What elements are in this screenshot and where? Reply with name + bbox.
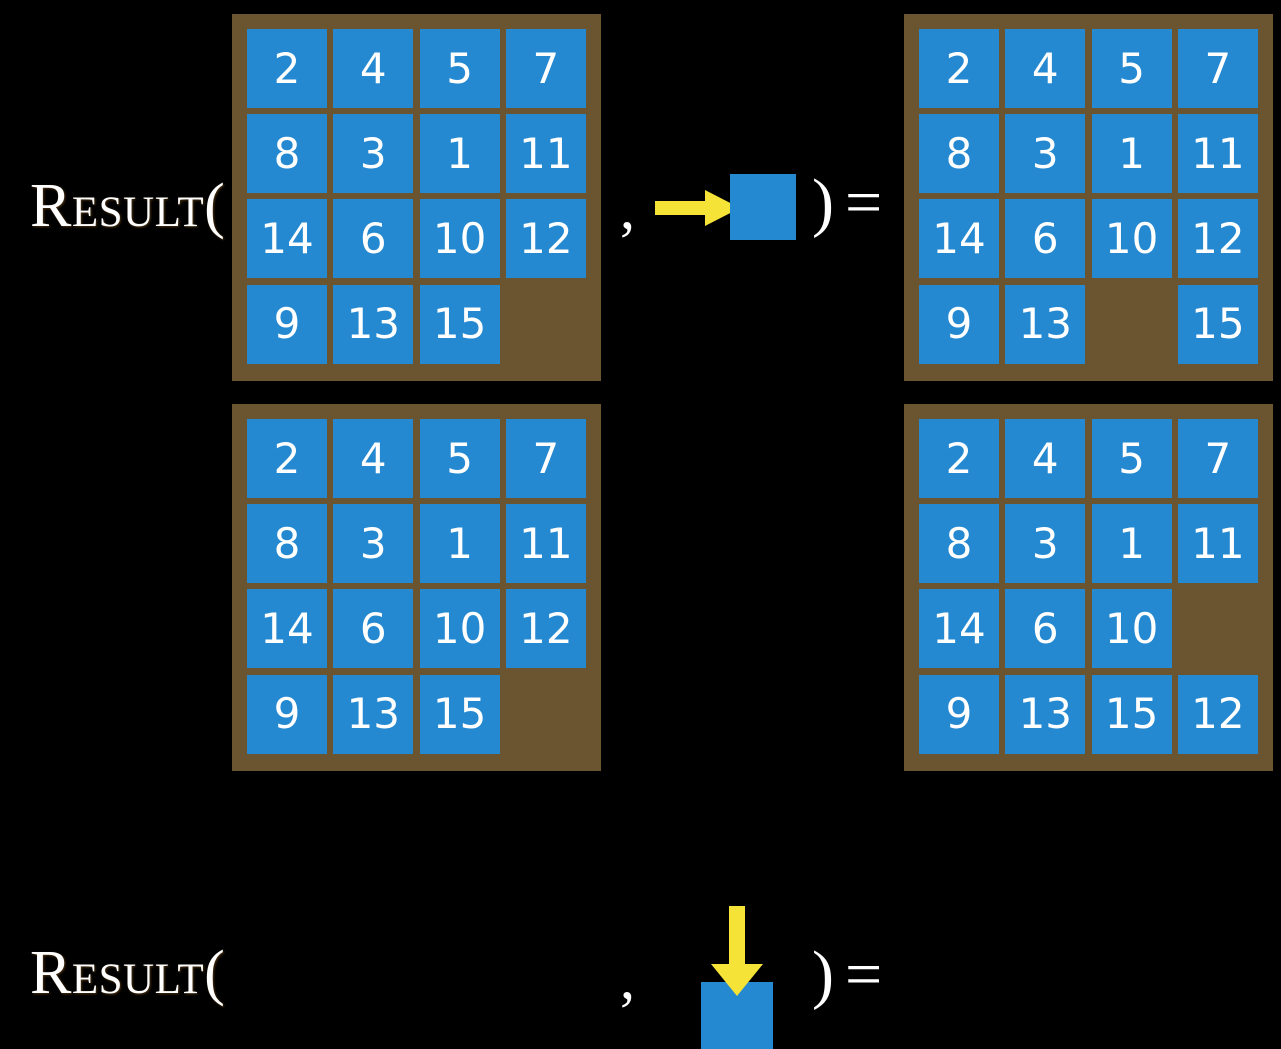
puzzle-tile[interactable]: 14	[247, 589, 327, 669]
puzzle-tile[interactable]: 2	[247, 419, 327, 498]
puzzle-tile[interactable]: 6	[1005, 589, 1086, 669]
result-label-row-2: Result(	[30, 939, 226, 1007]
puzzle-tile[interactable]: 6	[333, 199, 414, 279]
puzzle-tile[interactable]: 13	[1005, 284, 1086, 364]
puzzle-tile[interactable]: 5	[419, 419, 500, 498]
puzzle-tile[interactable]: 3	[1005, 114, 1086, 194]
puzzle-tile[interactable]: 10	[1091, 199, 1172, 279]
puzzle-tile[interactable]: 11	[505, 504, 586, 584]
puzzle-blank-cell	[506, 675, 586, 754]
puzzle-tile[interactable]: 15	[1091, 674, 1172, 754]
puzzle-tile[interactable]: 8	[247, 114, 327, 194]
puzzle-tile[interactable]: 15	[419, 284, 500, 364]
puzzle-tile[interactable]: 9	[919, 284, 999, 364]
puzzle-tile[interactable]: 1	[419, 114, 500, 194]
puzzle-blank-cell	[506, 285, 586, 364]
puzzle-tile[interactable]: 5	[419, 29, 500, 108]
paren-close-row-2: )	[812, 938, 834, 1011]
puzzle-tile[interactable]: 3	[333, 504, 414, 584]
puzzle-tile[interactable]: 1	[1091, 504, 1172, 584]
puzzle-tile[interactable]: 11	[505, 114, 586, 194]
puzzle-tile[interactable]: 8	[247, 504, 327, 584]
puzzle-tile[interactable]: 6	[1005, 199, 1086, 279]
puzzle-tile[interactable]: 10	[419, 199, 500, 279]
comma-separator-row-2: ,	[620, 945, 635, 1011]
puzzle-tile[interactable]: 15	[419, 674, 500, 754]
result-label-row-1: Result(	[30, 172, 226, 240]
puzzle-tile[interactable]: 14	[919, 589, 999, 669]
arrow-down-icon	[711, 906, 763, 996]
paren-close-row-1: )	[812, 166, 834, 239]
equals-sign-row-1: =	[845, 166, 883, 239]
puzzle-tile[interactable]: 13	[1005, 674, 1086, 754]
puzzle-tile[interactable]: 11	[1177, 504, 1258, 584]
puzzle-tile[interactable]: 10	[419, 589, 500, 669]
puzzle-tile[interactable]: 9	[919, 674, 999, 754]
equals-sign-row-2: =	[845, 938, 883, 1011]
puzzle-tile[interactable]: 4	[333, 419, 414, 498]
puzzle-tile[interactable]: 4	[333, 29, 414, 108]
puzzle-tile[interactable]: 4	[1005, 419, 1086, 498]
puzzle-tile[interactable]: 10	[1091, 589, 1172, 669]
puzzle-tile[interactable]: 14	[247, 199, 327, 279]
puzzle-tile[interactable]: 9	[247, 284, 327, 364]
puzzle-tile[interactable]: 2	[919, 29, 999, 108]
puzzle-tile[interactable]: 7	[1177, 29, 1258, 108]
puzzle-tile[interactable]: 5	[1091, 29, 1172, 108]
puzzle-tile[interactable]: 12	[505, 589, 586, 669]
comma-separator-row-1: ,	[620, 175, 635, 241]
puzzle-tile[interactable]: 12	[505, 199, 586, 279]
puzzle-tile[interactable]: 13	[333, 674, 414, 754]
puzzle-blank-cell	[1092, 285, 1172, 364]
puzzle-tile[interactable]: 1	[1091, 114, 1172, 194]
puzzle-tile[interactable]: 9	[247, 674, 327, 754]
puzzle-tile[interactable]: 14	[919, 199, 999, 279]
puzzle-blank-cell	[1178, 589, 1258, 668]
puzzle-tile[interactable]: 11	[1177, 114, 1258, 194]
puzzle-tile[interactable]: 8	[919, 504, 999, 584]
puzzle-tile[interactable]: 7	[1177, 419, 1258, 498]
puzzle-tile[interactable]: 12	[1177, 199, 1258, 279]
puzzle-tile[interactable]: 2	[919, 419, 999, 498]
puzzle-tile[interactable]: 2	[247, 29, 327, 108]
puzzle-tile[interactable]: 3	[1005, 504, 1086, 584]
puzzle-tile[interactable]: 7	[505, 29, 586, 108]
puzzle-tile[interactable]: 7	[505, 419, 586, 498]
puzzle-tile[interactable]: 6	[333, 589, 414, 669]
puzzle-tile[interactable]: 8	[919, 114, 999, 194]
puzzle-tile[interactable]: 1	[419, 504, 500, 584]
puzzle-tile[interactable]: 4	[1005, 29, 1086, 108]
move-tile-row-1	[730, 174, 796, 240]
puzzle-tile[interactable]: 15	[1177, 284, 1258, 364]
puzzle-tile[interactable]: 13	[333, 284, 414, 364]
puzzle-tile[interactable]: 12	[1177, 674, 1258, 754]
arrow-right-icon	[655, 190, 740, 226]
puzzle-tile[interactable]: 5	[1091, 419, 1172, 498]
puzzle-tile[interactable]: 3	[333, 114, 414, 194]
